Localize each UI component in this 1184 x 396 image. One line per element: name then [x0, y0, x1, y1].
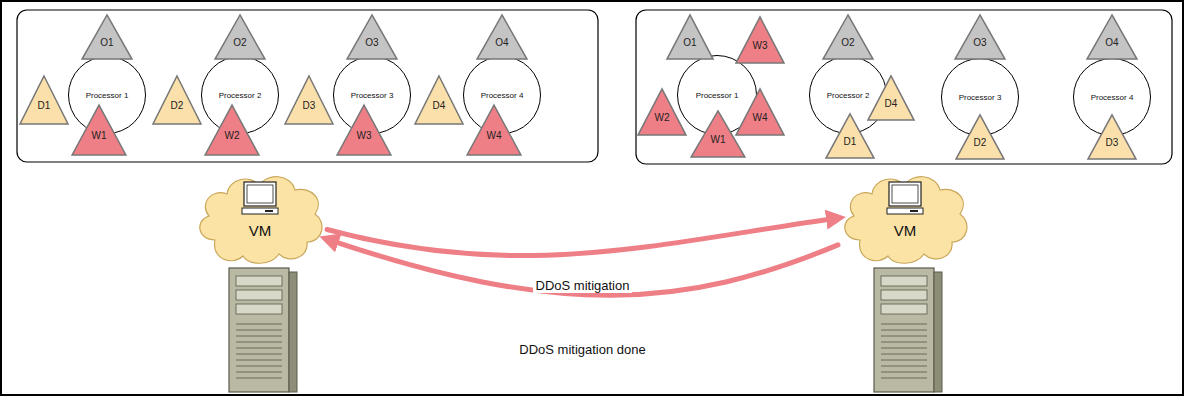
processor-label: Processor 4 [1091, 93, 1134, 102]
task-triangle: O4 [1086, 14, 1138, 60]
vm-label: VM [838, 222, 972, 239]
processor-label: Processor 2 [827, 91, 870, 100]
task-triangle: O4 [476, 14, 528, 60]
server-tower [874, 268, 942, 392]
task-label: W1 [690, 134, 746, 145]
task-triangle: W2 [204, 104, 260, 156]
task-triangle: D4 [867, 75, 915, 121]
task-label: W4 [466, 130, 522, 141]
task-triangle: D4 [414, 75, 464, 125]
task-label: O2 [822, 37, 874, 48]
task-label: O4 [476, 37, 528, 48]
task-label: W2 [637, 112, 687, 123]
task-triangle: O3 [346, 14, 398, 60]
task-triangle: W2 [637, 88, 687, 136]
task-label: W2 [204, 130, 260, 141]
migration-arrow [327, 239, 838, 295]
task-label: O4 [1086, 37, 1138, 48]
task-label: O1 [666, 37, 714, 48]
arrow-label: DDoS mitigation done [516, 342, 648, 357]
task-label: W3 [735, 40, 785, 51]
task-label: D4 [867, 98, 915, 109]
task-label: D2 [152, 100, 202, 111]
vm-cloud: VM [838, 170, 972, 266]
task-label: W4 [735, 112, 785, 123]
task-label: O3 [346, 37, 398, 48]
task-triangle: W4 [735, 88, 785, 136]
task-triangle: O1 [666, 14, 714, 60]
arrow-label: DDoS mitigation [533, 278, 633, 293]
task-triangle: D3 [1087, 114, 1137, 160]
task-label: D2 [955, 137, 1005, 148]
cloud-outline [838, 170, 972, 266]
task-triangle: O2 [214, 14, 266, 60]
server-tower [229, 268, 297, 392]
processor-label: Processor 2 [219, 91, 262, 100]
task-triangle: W1 [71, 104, 127, 156]
task-label: D3 [284, 100, 334, 111]
migration-arrow [327, 218, 838, 256]
task-label: D1 [19, 100, 69, 111]
task-triangle: O1 [81, 14, 133, 60]
task-label: D1 [825, 136, 875, 147]
host-panel [636, 10, 1172, 164]
task-triangle: D2 [955, 114, 1005, 160]
task-label: W3 [336, 130, 392, 141]
task-triangle: D1 [19, 75, 69, 125]
task-triangle: D2 [152, 75, 202, 125]
task-triangle: W3 [336, 104, 392, 156]
task-triangle: O2 [822, 14, 874, 60]
processor-label: Processor 1 [696, 91, 739, 100]
monitor-icon [242, 182, 278, 214]
vm-cloud: VM [193, 170, 327, 266]
task-triangle: O3 [954, 14, 1006, 60]
task-label: D4 [414, 100, 464, 111]
task-label: O3 [954, 37, 1006, 48]
task-triangle: W4 [466, 104, 522, 156]
cloud-outline [193, 170, 327, 266]
processor-label: Processor 3 [959, 93, 1002, 102]
processor-label: Processor 4 [481, 91, 524, 100]
task-triangle: D1 [825, 113, 875, 159]
processor-label: Processor 3 [351, 91, 394, 100]
task-label: O1 [81, 37, 133, 48]
task-triangle: D3 [284, 75, 334, 125]
host-panel [17, 10, 598, 162]
task-triangle: W1 [690, 110, 746, 158]
processor-label: Processor 1 [86, 91, 129, 100]
task-label: O2 [214, 37, 266, 48]
vm-label: VM [193, 222, 327, 239]
task-label: W1 [71, 130, 127, 141]
monitor-icon [887, 182, 923, 214]
task-triangle: W3 [735, 16, 785, 64]
task-label: D3 [1087, 137, 1137, 148]
